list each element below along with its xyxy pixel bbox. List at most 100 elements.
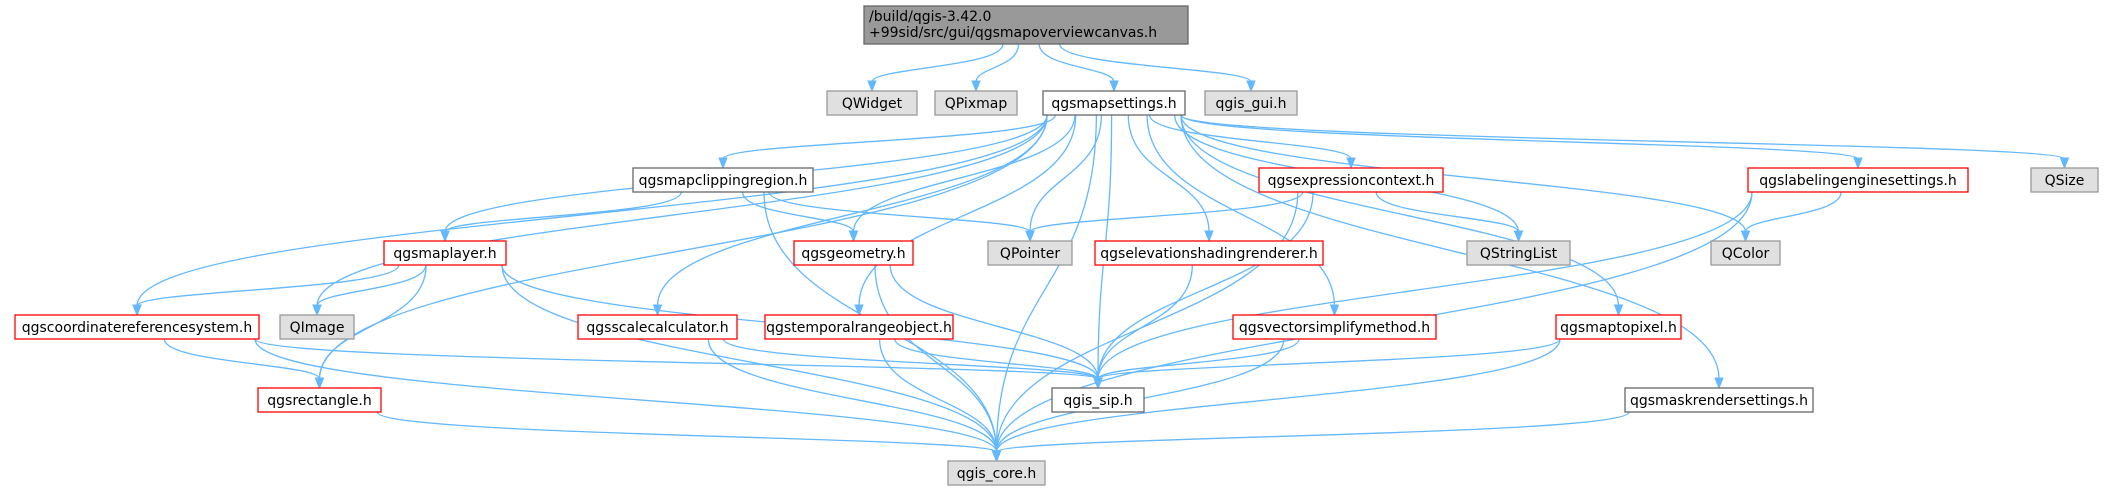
node-qgsgeometry[interactable]: qgsgeometry.h bbox=[793, 240, 914, 266]
node-label: qgsexpressioncontext.h bbox=[1268, 173, 1435, 189]
node-label: qgsmapclippingregion.h bbox=[639, 173, 808, 189]
node-box bbox=[987, 240, 1073, 266]
node-qgis-core: qgis_core.h bbox=[947, 460, 1046, 486]
edge-line bbox=[501, 264, 998, 453]
edge-line bbox=[316, 264, 427, 307]
edge-line bbox=[874, 264, 998, 453]
edge-line bbox=[1180, 114, 1747, 233]
edge-qgsexpressioncontext-to-qgis-sip bbox=[1093, 191, 1314, 390]
node-label: QPixmap bbox=[945, 96, 1008, 112]
edge-line bbox=[1097, 338, 1300, 380]
node-qgsmapsettings[interactable]: qgsmapsettings.h bbox=[1042, 90, 1186, 116]
edge-arrowhead bbox=[1025, 230, 1035, 243]
edge-line bbox=[722, 338, 1099, 380]
edge-line bbox=[741, 191, 855, 233]
node-qgis-gui: qgis_gui.h bbox=[1204, 90, 1298, 116]
edge-line bbox=[707, 338, 998, 453]
edge-arrowhead bbox=[1246, 80, 1256, 93]
node-label: qgsvectorsimplifymethod.h bbox=[1239, 320, 1430, 336]
edge-qgsmapsettings-to-qgsmaptopixel bbox=[1180, 114, 1624, 317]
node-label: QColor bbox=[1722, 246, 1770, 262]
node-qgsvectorsimplifymethod[interactable]: qgsvectorsimplifymethod.h bbox=[1232, 314, 1437, 340]
node-label: QWidget bbox=[842, 96, 903, 112]
node-label: qgsmaplayer.h bbox=[393, 246, 496, 262]
edge-line bbox=[1059, 43, 1252, 83]
edge-qgsmapsettings-to-qimage bbox=[312, 114, 1048, 317]
edge-arrowhead bbox=[312, 304, 322, 317]
edge-qgsmapsettings-to-qsize bbox=[1180, 114, 2070, 170]
edge-line bbox=[254, 338, 998, 453]
edge-line bbox=[1097, 338, 1561, 380]
edge-line bbox=[1029, 191, 1304, 233]
edge-arrowhead bbox=[854, 304, 864, 317]
edge-qgsmaskrendersettings-to-qgis-core bbox=[991, 411, 1630, 463]
node-box bbox=[2030, 167, 2099, 193]
node-box bbox=[1624, 387, 1814, 413]
edge-qgsmapsettings-to-qgscoordinatereferencesystem bbox=[132, 114, 1048, 317]
edge-arrowhead bbox=[1329, 304, 1340, 317]
edge-root-to-qgis-gui bbox=[1059, 43, 1256, 93]
node-qgsrectangle[interactable]: qgsrectangle.h bbox=[257, 387, 382, 413]
node-qsize: QSize bbox=[2030, 167, 2099, 193]
node-qgsmaplayer[interactable]: qgsmaplayer.h bbox=[383, 240, 507, 266]
edge-line bbox=[995, 338, 1561, 453]
edge-line bbox=[722, 114, 1056, 160]
edge-line bbox=[1029, 114, 1103, 233]
edge-qgsmaplayer-to-qimage bbox=[312, 264, 427, 317]
node-qgis-sip[interactable]: qgis_sip.h bbox=[1051, 387, 1145, 413]
node-box bbox=[934, 90, 1018, 116]
edge-root-to-qwidget bbox=[867, 43, 1004, 93]
edge-line bbox=[871, 43, 1004, 83]
edge-qgsmapsettings-to-qgstemporalrangeobject bbox=[854, 114, 1077, 317]
node-qstringlist: QStringList bbox=[1466, 240, 1571, 266]
node-label: qgsgeometry.h bbox=[801, 246, 905, 262]
node-qgsexpressioncontext[interactable]: qgsexpressioncontext.h bbox=[1258, 167, 1444, 193]
node-qpointer: QPointer bbox=[987, 240, 1073, 266]
node-label: QSize bbox=[2045, 173, 2085, 189]
edge-qgsmapsettings-to-qgsmaskrendersettings bbox=[1180, 114, 1724, 390]
edge-line bbox=[1180, 114, 2066, 160]
edge-line bbox=[852, 114, 1076, 233]
edge-line bbox=[1180, 114, 1620, 307]
node-qgsmapclippingregion[interactable]: qgsmapclippingregion.h bbox=[632, 167, 814, 193]
edge-line bbox=[318, 264, 427, 380]
node-qgslabelingenginesettings[interactable]: qgslabelingenginesettings.h bbox=[1747, 167, 1969, 193]
node-label: /build/qgis-3.42.0 bbox=[869, 9, 991, 25]
edge-line bbox=[1127, 114, 1210, 233]
node-label: qgsmapsettings.h bbox=[1051, 96, 1176, 112]
edge-qgsmaptopixel-to-qgis-sip bbox=[1093, 338, 1561, 390]
node-label: qgis_gui.h bbox=[1216, 96, 1287, 112]
edge-line bbox=[163, 338, 321, 380]
edge-line bbox=[975, 43, 1020, 83]
node-qgselevationshadingrenderer[interactable]: qgselevationshadingrenderer.h bbox=[1094, 240, 1324, 266]
node-qgsmaptopixel[interactable]: qgsmaptopixel.h bbox=[1555, 314, 1682, 340]
node-box bbox=[1204, 90, 1298, 116]
edge-line bbox=[444, 191, 682, 233]
edge-qgsgeometry-to-qgis-core bbox=[874, 264, 1002, 463]
edge-line bbox=[376, 411, 998, 453]
edge-line bbox=[254, 338, 1099, 380]
edge-arrowhead bbox=[1204, 230, 1214, 243]
node-label: +99sid/src/gui/qgsmapoverviewcanvas.h bbox=[869, 25, 1157, 41]
node-box bbox=[1555, 314, 1682, 340]
edge-qgsmapclippingregion-to-qgsmaplayer bbox=[440, 191, 682, 243]
edge-line bbox=[878, 338, 998, 453]
edge-qgsmapsettings-to-qgsvectorsimplifymethod bbox=[1146, 114, 1340, 317]
edge-line bbox=[889, 264, 1099, 380]
edge-arrowhead bbox=[991, 450, 1002, 463]
edge-arrowhead bbox=[440, 230, 450, 243]
node-qgsmaskrendersettings[interactable]: qgsmaskrendersettings.h bbox=[1624, 387, 1814, 413]
node-qgscoordinatereferencesystem[interactable]: qgscoordinatereferencesystem.h bbox=[14, 314, 260, 340]
node-box bbox=[826, 90, 918, 116]
edge-arrowhead bbox=[1109, 80, 1119, 93]
node-qgsscalecalculator[interactable]: qgsscalecalculator.h bbox=[577, 314, 738, 340]
node-qgstemporalrangeobject[interactable]: qgstemporalrangeobject.h bbox=[764, 314, 954, 340]
edge-line bbox=[995, 411, 1630, 453]
node-box bbox=[1232, 314, 1437, 340]
edge-qgsmapsettings-to-qgselevationshadingrenderer bbox=[1127, 114, 1214, 243]
node-root[interactable]: /build/qgis-3.42.0+99sid/src/gui/qgsmapo… bbox=[863, 5, 1189, 45]
edge-arrowhead bbox=[132, 304, 142, 317]
edge-qgsexpressioncontext-to-qstringlist bbox=[1375, 191, 1524, 243]
edge-line bbox=[1097, 264, 1193, 380]
